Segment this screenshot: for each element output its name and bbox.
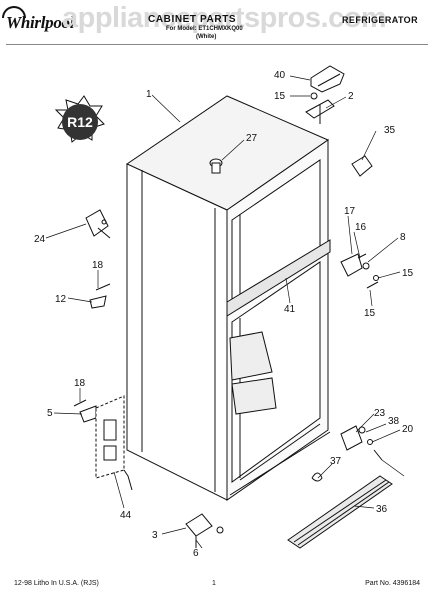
hinge-pin-cover	[311, 472, 323, 482]
callout-41: 41	[284, 304, 296, 315]
color-subtitle: (White)	[196, 34, 217, 40]
screw-and-clip-upper	[89, 283, 111, 309]
cabinet-body	[125, 95, 331, 501]
mullion-bracket	[85, 209, 111, 239]
leveling-leg-parts	[185, 513, 224, 548]
footer-part-number: Part No. 4396184	[365, 580, 420, 587]
callout-15-mid-lower: 15	[364, 308, 376, 319]
callout-40: 40	[274, 70, 286, 81]
callout-3: 3	[152, 530, 158, 541]
r12-badge: R12	[54, 95, 105, 143]
callout-1: 1	[146, 89, 152, 100]
toe-grille-clip	[351, 155, 373, 177]
callout-5: 5	[47, 408, 53, 419]
callout-6: 6	[193, 548, 199, 559]
screw-and-clip-lower	[73, 395, 125, 479]
divider-rail	[226, 239, 331, 322]
footer-page-number: 1	[212, 580, 216, 587]
callout-18-lower: 18	[74, 378, 86, 389]
page-title: CABINET PARTS	[148, 14, 237, 25]
callout-20: 20	[402, 424, 414, 435]
callout-2: 2	[348, 91, 354, 102]
callout-23: 23	[374, 408, 386, 419]
callout-15-mid: 15	[402, 268, 414, 279]
thermostat-knob	[209, 158, 223, 174]
r12-badge-text: R12	[67, 114, 93, 130]
header: Whirlpool appliancepartspros.com CABINET…	[0, 0, 434, 45]
callout-44: 44	[120, 510, 132, 521]
watermark: appliancepartspros.com	[62, 2, 387, 34]
callout-8: 8	[400, 232, 406, 243]
callout-27: 27	[246, 133, 258, 144]
callout-16: 16	[355, 222, 367, 233]
center-hinge-parts	[340, 253, 379, 289]
bottom-hinge-parts	[340, 425, 383, 461]
callout-38: 38	[388, 416, 400, 427]
callout-18-upper: 18	[92, 260, 104, 271]
header-rule	[6, 44, 428, 45]
callout-15-top: 15	[274, 91, 286, 102]
brand-logo: Whirlpool	[6, 13, 75, 32]
callout-12: 12	[55, 294, 67, 305]
model-subtitle: For Model: ET1CHMXKQ00	[166, 26, 243, 32]
category-label: REFRIGERATOR	[342, 15, 418, 25]
side-gasket-outline	[123, 469, 133, 491]
callout-labels: 1 2 3 5 6 8 12 15 15 15 16 17 18 18 20 2…	[34, 70, 414, 559]
leader-lines	[45, 75, 405, 549]
callout-17: 17	[344, 206, 356, 217]
footer-litho: 12-98 Litho In U.S.A. (RJS)	[14, 580, 99, 587]
callout-35: 35	[384, 125, 396, 136]
top-hinge-parts	[305, 65, 345, 124]
toe-grille	[287, 475, 393, 549]
callout-24: 24	[34, 234, 46, 245]
callout-37: 37	[330, 456, 342, 467]
callout-36: 36	[376, 504, 388, 515]
